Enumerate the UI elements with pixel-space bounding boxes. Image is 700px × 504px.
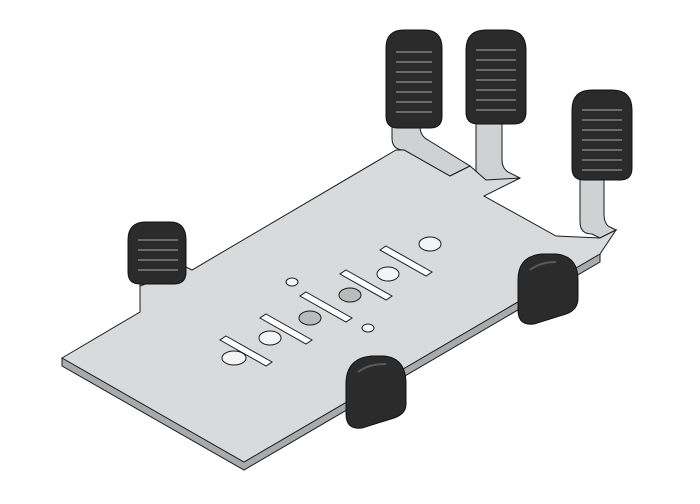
front-bottom-bumper — [345, 355, 407, 429]
mounting-holes — [221, 236, 442, 366]
base-plate — [61, 149, 618, 471]
rear-finger-left — [385, 29, 472, 177]
mounting-slots — [219, 245, 433, 367]
rear-finger-right — [571, 89, 633, 239]
front-right-bumper — [517, 253, 579, 325]
left-bumper — [127, 221, 187, 287]
grip-ridges — [396, 49, 622, 171]
